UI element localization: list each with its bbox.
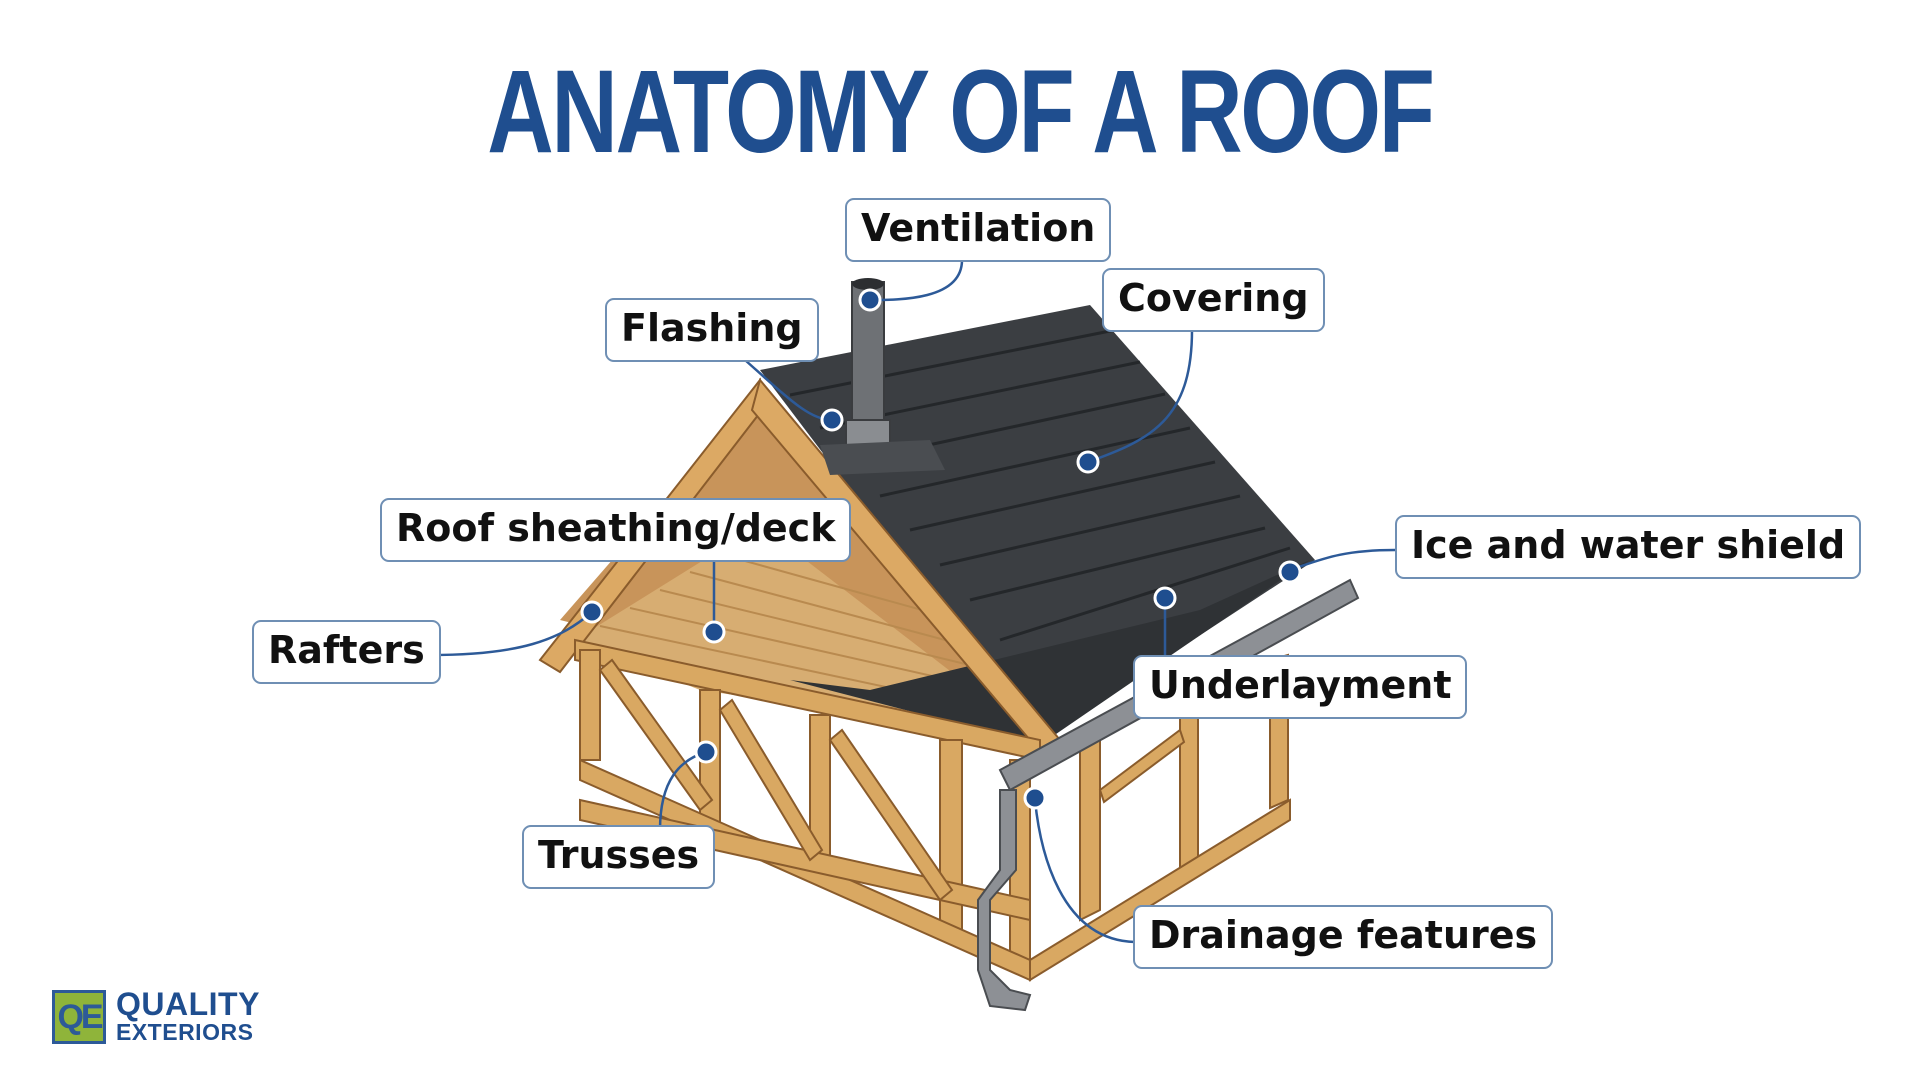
label-rafters: Rafters bbox=[252, 620, 441, 684]
ventilation-dot bbox=[858, 288, 882, 312]
trusses-dot bbox=[694, 740, 718, 764]
company-logo: QE QUALITY EXTERIORS bbox=[52, 986, 312, 1050]
sheathing-dot bbox=[702, 620, 726, 644]
anchor-dots bbox=[580, 288, 1302, 810]
label-underlayment: Underlayment bbox=[1133, 655, 1468, 719]
label-ventilation: Ventilation bbox=[845, 198, 1112, 262]
drainage-dot bbox=[1023, 786, 1047, 810]
underlayment-dot bbox=[1153, 586, 1177, 610]
shingle-rows bbox=[789, 328, 1291, 642]
label-covering: Covering bbox=[1102, 268, 1325, 332]
logo-mark: QE bbox=[52, 990, 106, 1044]
underlayment-area bbox=[790, 560, 1310, 745]
flashing-dot bbox=[820, 408, 844, 432]
downspout bbox=[977, 789, 1032, 1012]
label-trusses: Trusses bbox=[522, 825, 716, 889]
logo-text-line2: EXTERIORS bbox=[116, 1019, 254, 1045]
label-ice-water-shield: Ice and water shield bbox=[1395, 515, 1862, 579]
covering-dot bbox=[1076, 450, 1100, 474]
vent-pipe-top bbox=[852, 278, 884, 290]
label-roof-sheathing: Roof sheathing/deck bbox=[380, 498, 852, 562]
label-flashing: Flashing bbox=[605, 298, 819, 362]
flashing-plate bbox=[820, 440, 945, 475]
page-title: ANATOMY OF A ROOF bbox=[487, 46, 1435, 178]
rafters-dot bbox=[580, 600, 604, 624]
logo-text-line1: QUALITY bbox=[116, 986, 260, 1022]
ice-shield-dot bbox=[1278, 560, 1302, 584]
label-drainage: Drainage features bbox=[1133, 905, 1554, 969]
